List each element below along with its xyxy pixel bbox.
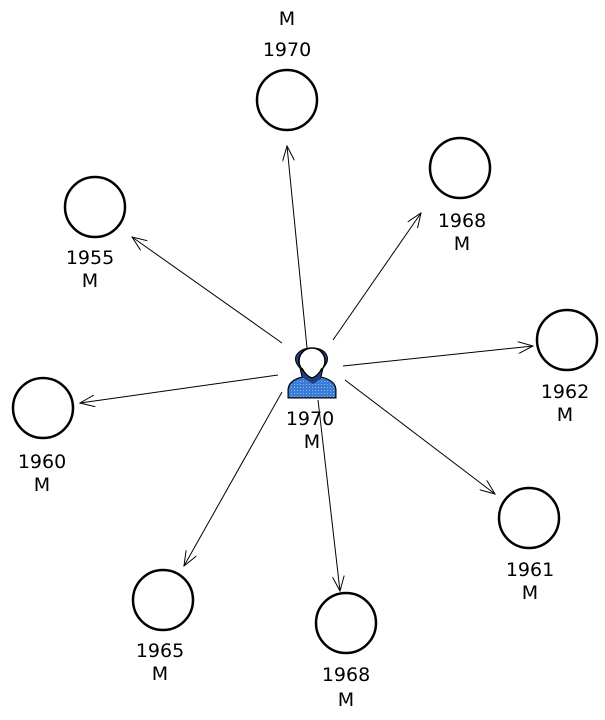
node-year-label: 1960 <box>18 451 66 473</box>
edge-bottom <box>317 399 340 591</box>
node-sex-label: M <box>279 8 295 30</box>
node-sex-label: M <box>82 270 98 292</box>
node-bottom[interactable]: 1968 M <box>314 591 378 711</box>
node-upper-right[interactable]: 1968 M <box>428 136 492 255</box>
node-right[interactable]: 1962 M <box>535 308 599 426</box>
node-circle <box>428 136 492 200</box>
node-sex-label: M <box>557 404 573 426</box>
node-top[interactable]: M 1970 <box>255 8 319 132</box>
edge-upper-right <box>332 213 421 341</box>
node-circle <box>11 376 75 440</box>
node-lower-left[interactable]: 1965 M <box>131 568 195 685</box>
node-lower-right[interactable]: 1961 M <box>497 486 561 604</box>
node-sex-label: M <box>34 474 50 496</box>
center-sex-label: M <box>304 431 320 453</box>
node-circle <box>255 68 319 132</box>
edges <box>80 146 533 591</box>
edge-left <box>80 374 279 403</box>
node-year-label: 1955 <box>66 247 114 269</box>
node-circle <box>63 175 127 239</box>
node-left[interactable]: 1960 M <box>11 376 75 496</box>
edge-lower-left <box>184 391 283 566</box>
node-year-label: 1970 <box>263 39 311 61</box>
edge-top <box>287 146 308 349</box>
edge-upper-left <box>132 237 283 344</box>
node-circle <box>535 308 599 372</box>
node-year-label: 1968 <box>438 210 486 232</box>
node-circle <box>131 568 195 632</box>
node-year-label: 1965 <box>136 640 184 662</box>
node-upper-left[interactable]: 1955 M <box>63 175 127 292</box>
node-year-label: 1968 <box>322 664 370 686</box>
node-year-label: 1962 <box>541 381 589 403</box>
center-node[interactable]: 1970 M <box>286 347 337 453</box>
node-sex-label: M <box>152 663 168 685</box>
node-circle <box>497 486 561 550</box>
edge-lower-right <box>344 379 495 494</box>
node-sex-label: M <box>454 233 470 255</box>
person-icon <box>287 347 337 399</box>
node-sex-label: M <box>522 582 538 604</box>
node-sex-label: M <box>338 689 354 711</box>
node-year-label: 1961 <box>506 559 554 581</box>
edge-right <box>342 346 533 367</box>
node-circle <box>314 591 378 655</box>
center-year-label: 1970 <box>286 408 334 430</box>
